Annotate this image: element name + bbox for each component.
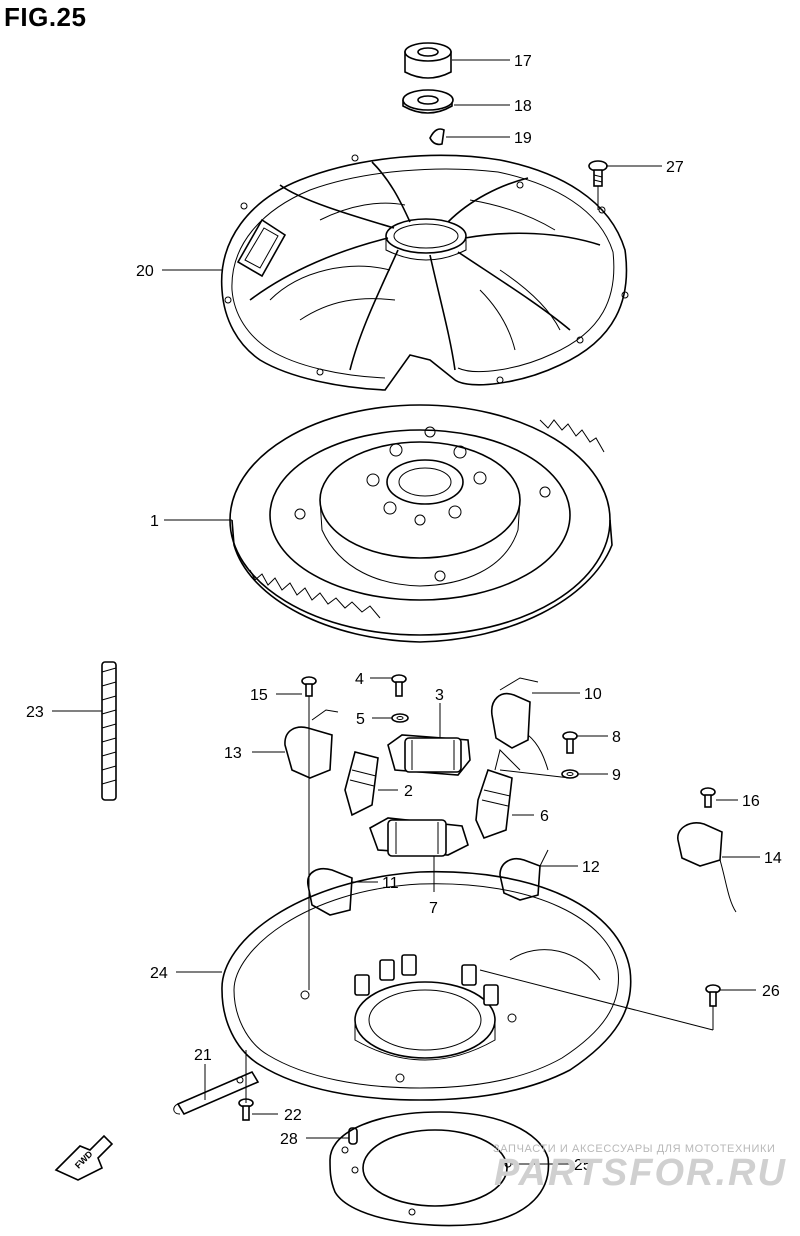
screw-part-27 bbox=[588, 160, 608, 187]
callout-27: 27 bbox=[666, 159, 684, 176]
callout-6: 6 bbox=[540, 808, 549, 825]
callout-19: 19 bbox=[514, 130, 532, 147]
callout-18: 18 bbox=[514, 98, 532, 115]
pulser-coil-part-12 bbox=[499, 849, 549, 901]
washer-part-9 bbox=[561, 769, 579, 779]
callout-26: 26 bbox=[762, 983, 780, 1000]
coil-part-2 bbox=[344, 751, 379, 817]
nut-part-17 bbox=[404, 42, 452, 79]
watermark-text: ЗАПЧАСТИ И АКСЕССУАРЫ ДЛЯ МОТОТЕХНИКИ bbox=[493, 1143, 776, 1155]
flywheel-part-1 bbox=[229, 404, 613, 643]
washer-part-18 bbox=[402, 89, 454, 114]
callout-16: 16 bbox=[742, 793, 760, 810]
callout-11: 11 bbox=[382, 875, 399, 892]
fwd-arrow-icon: FWD bbox=[54, 1134, 114, 1181]
pulser-coil-part-11 bbox=[307, 868, 353, 916]
screw-part-26 bbox=[705, 984, 721, 1007]
washer-part-5 bbox=[391, 713, 409, 723]
pin-part-28 bbox=[348, 1127, 358, 1145]
screw-part-16 bbox=[700, 787, 716, 808]
callout-23: 23 bbox=[26, 704, 44, 721]
screw-part-15 bbox=[301, 676, 317, 697]
callout-15: 15 bbox=[250, 687, 268, 704]
screw-part-8 bbox=[562, 731, 578, 754]
callout-3: 3 bbox=[435, 687, 444, 704]
stator-base-part-24 bbox=[221, 870, 632, 1101]
callout-1: 1 bbox=[150, 513, 159, 530]
callout-2: 2 bbox=[404, 783, 413, 800]
callout-14: 14 bbox=[764, 850, 782, 867]
callout-21: 21 bbox=[194, 1047, 212, 1064]
sensor-part-14 bbox=[677, 822, 737, 913]
callout-25: 25 bbox=[574, 1157, 592, 1174]
callout-4: 4 bbox=[355, 671, 364, 688]
callout-22: 22 bbox=[284, 1107, 302, 1124]
coil-part-6 bbox=[475, 749, 521, 840]
callout-8: 8 bbox=[612, 729, 621, 746]
screw-part-4 bbox=[391, 674, 407, 697]
figure-title: FIG.25 bbox=[4, 2, 87, 32]
coil-part-7 bbox=[369, 817, 469, 857]
callout-12: 12 bbox=[582, 859, 600, 876]
coil-part-3 bbox=[387, 734, 471, 776]
callout-9: 9 bbox=[612, 767, 621, 784]
plate-part-25 bbox=[329, 1111, 550, 1227]
callout-24: 24 bbox=[150, 965, 168, 982]
callout-13: 13 bbox=[224, 745, 242, 762]
callout-labels: 17 18 19 27 20 1 4 15 3 10 5 8 23 13 9 2… bbox=[26, 53, 782, 1174]
leader-lines bbox=[52, 59, 760, 1165]
key-part-19 bbox=[429, 128, 445, 146]
callout-17: 17 bbox=[514, 53, 532, 70]
callout-28: 28 bbox=[280, 1131, 298, 1148]
flywheel-cover-part-20 bbox=[220, 154, 629, 391]
pulser-coil-part-10 bbox=[490, 677, 549, 771]
bracket-part-21 bbox=[173, 1070, 260, 1116]
protector-part-23 bbox=[101, 661, 117, 801]
callout-5: 5 bbox=[356, 711, 365, 728]
pulser-coil-part-13 bbox=[284, 709, 339, 779]
callout-7: 7 bbox=[429, 900, 438, 917]
watermark-logo: PARTSFOR.RU bbox=[494, 1152, 787, 1194]
callout-20: 20 bbox=[136, 263, 154, 280]
callout-10: 10 bbox=[584, 686, 602, 703]
